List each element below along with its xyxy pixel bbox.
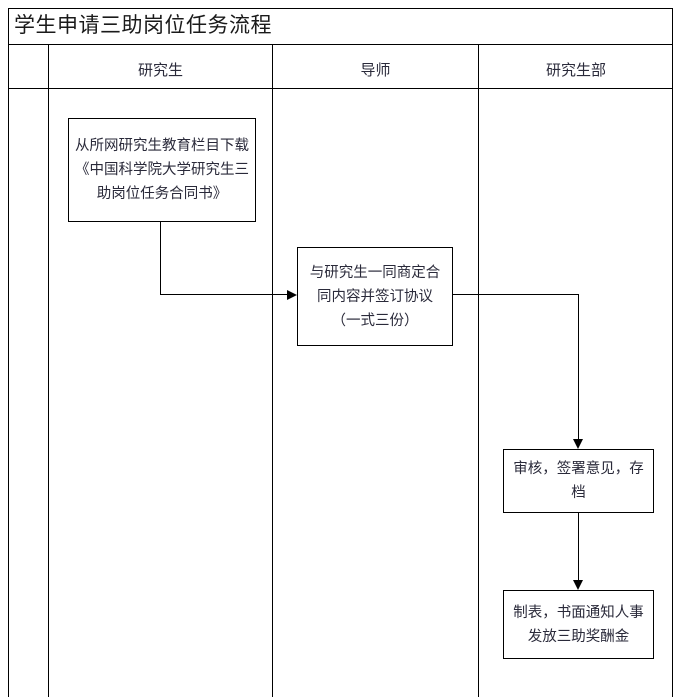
flow-node-review-archive-label: 审核，签署意见，存档: [513, 461, 644, 501]
title-row-bottom-border: [8, 44, 673, 45]
edge-review-to-notify-arrowhead-icon: [573, 580, 583, 590]
column-header-office: 研究生部: [545, 61, 606, 79]
edge-download-to-sign-horizontal: [160, 294, 287, 296]
edge-download-to-sign-arrowhead-icon: [287, 290, 297, 300]
column-divider-student-advisor: [272, 44, 273, 697]
page-title: 学生申请三助岗位任务流程: [14, 13, 272, 37]
table-top-border: [8, 8, 673, 9]
flow-node-notify-payment-label: 制表，书面通知人事发放三助奖酬金: [513, 604, 644, 645]
flow-node-sign-agreement[interactable]: 与研究生一同商定合同内容并签订协议（一式三份）: [297, 247, 453, 346]
flow-node-sign-agreement-label: 与研究生一同商定合同内容并签订协议（一式三份）: [309, 264, 441, 329]
column-divider-advisor-office: [478, 44, 479, 697]
edge-sign-to-review-horizontal: [453, 294, 579, 296]
column-header-advisor: 导师: [360, 61, 391, 79]
flow-node-notify-payment[interactable]: 制表，书面通知人事发放三助奖酬金: [503, 590, 654, 659]
edge-review-to-notify-vertical: [578, 513, 580, 582]
table-left-border: [8, 8, 9, 697]
edge-sign-to-review-arrowhead-icon: [573, 439, 583, 449]
column-header-student: 研究生: [137, 61, 183, 79]
flow-node-review-archive[interactable]: 审核，签署意见，存档: [503, 449, 654, 513]
edge-sign-to-review-vertical: [578, 294, 580, 441]
table-right-border: [672, 8, 673, 697]
flow-node-download-contract-label: 从所网研究生教育栏目下载《中国科学院大学研究生三助岗位任务合同书》: [75, 138, 249, 202]
header-row-bottom-border: [8, 88, 673, 89]
edge-download-to-sign-vertical: [160, 221, 162, 295]
flow-node-download-contract[interactable]: 从所网研究生教育栏目下载《中国科学院大学研究生三助岗位任务合同书》: [68, 118, 256, 222]
column-divider-spacer: [48, 44, 49, 697]
